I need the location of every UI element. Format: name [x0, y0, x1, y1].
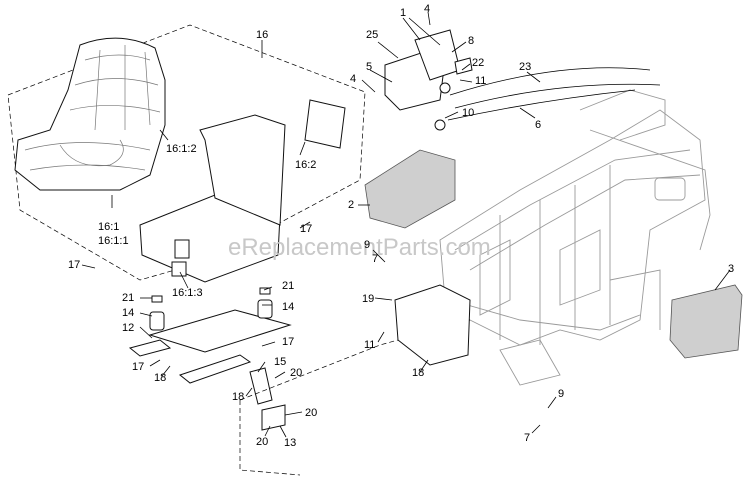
frame-chassis — [439, 89, 711, 386]
label-9-mid: 9 — [364, 239, 370, 251]
label-7-bottom: 7 — [524, 432, 530, 444]
label-10: 10 — [462, 107, 474, 119]
label-21-left: 21 — [122, 292, 134, 304]
label-11-bracket: 11 — [364, 339, 375, 351]
label-12: 12 — [122, 322, 134, 334]
label-3: 3 — [728, 263, 734, 275]
label-9-bottom: 9 — [558, 388, 564, 400]
label-23: 23 — [519, 61, 531, 73]
label-22: 22 — [472, 57, 484, 69]
label-4-top: 4 — [424, 3, 430, 15]
part-labels: 16 1 4 25 8 22 23 5 4 11 10 6 16:1:2 16:… — [68, 3, 734, 449]
label-16: 16 — [256, 29, 268, 41]
seat-rails — [128, 287, 292, 431]
label-16-2: 16:2 — [295, 159, 316, 171]
label-2: 2 — [348, 199, 354, 211]
label-11-top: 11 — [475, 75, 486, 87]
cables — [447, 67, 661, 121]
label-16-1-1: 16:1:1 — [98, 235, 129, 247]
label-18-rail: 18 — [154, 372, 166, 384]
label-18-bracket: 18 — [412, 367, 424, 379]
label-7-mid: 7 — [372, 253, 378, 265]
leader-lines — [81, 11, 731, 438]
label-20-upper: 20 — [290, 367, 302, 379]
mount-bracket — [394, 284, 471, 366]
label-14-right: 14 — [282, 301, 294, 313]
label-16-1-2: 16:1:2 — [166, 143, 197, 155]
watermark: eReplacementParts.com — [228, 234, 491, 261]
label-20-mid: 20 — [305, 407, 317, 419]
label-21-right: 21 — [282, 280, 294, 292]
label-6: 6 — [535, 119, 541, 131]
console-left — [364, 149, 456, 229]
label-14-left: 14 — [122, 307, 134, 319]
label-15: 15 — [274, 356, 286, 368]
label-20-lower: 20 — [256, 436, 268, 448]
label-17-bottom: 17 — [132, 361, 144, 373]
label-18-lower: 18 — [232, 391, 244, 403]
label-5: 5 — [366, 61, 372, 73]
label-16-1: 16:1 — [98, 221, 119, 233]
seat-pan — [139, 114, 286, 283]
seat-group-boundary — [7, 24, 366, 281]
label-16-1-3: 16:1:3 — [172, 287, 203, 299]
label-17-rail: 17 — [282, 336, 294, 348]
label-19: 19 — [362, 293, 374, 305]
seat-cushion — [14, 37, 166, 191]
label-17-left: 17 — [68, 259, 80, 271]
label-25: 25 — [366, 29, 378, 41]
label-1: 1 — [400, 7, 406, 19]
label-17-right: 17 — [300, 223, 312, 235]
console-right — [669, 284, 743, 359]
decal — [304, 99, 346, 149]
label-8: 8 — [468, 35, 474, 47]
label-4-left: 4 — [350, 73, 356, 85]
label-13: 13 — [284, 437, 296, 449]
control-panel — [384, 29, 473, 131]
